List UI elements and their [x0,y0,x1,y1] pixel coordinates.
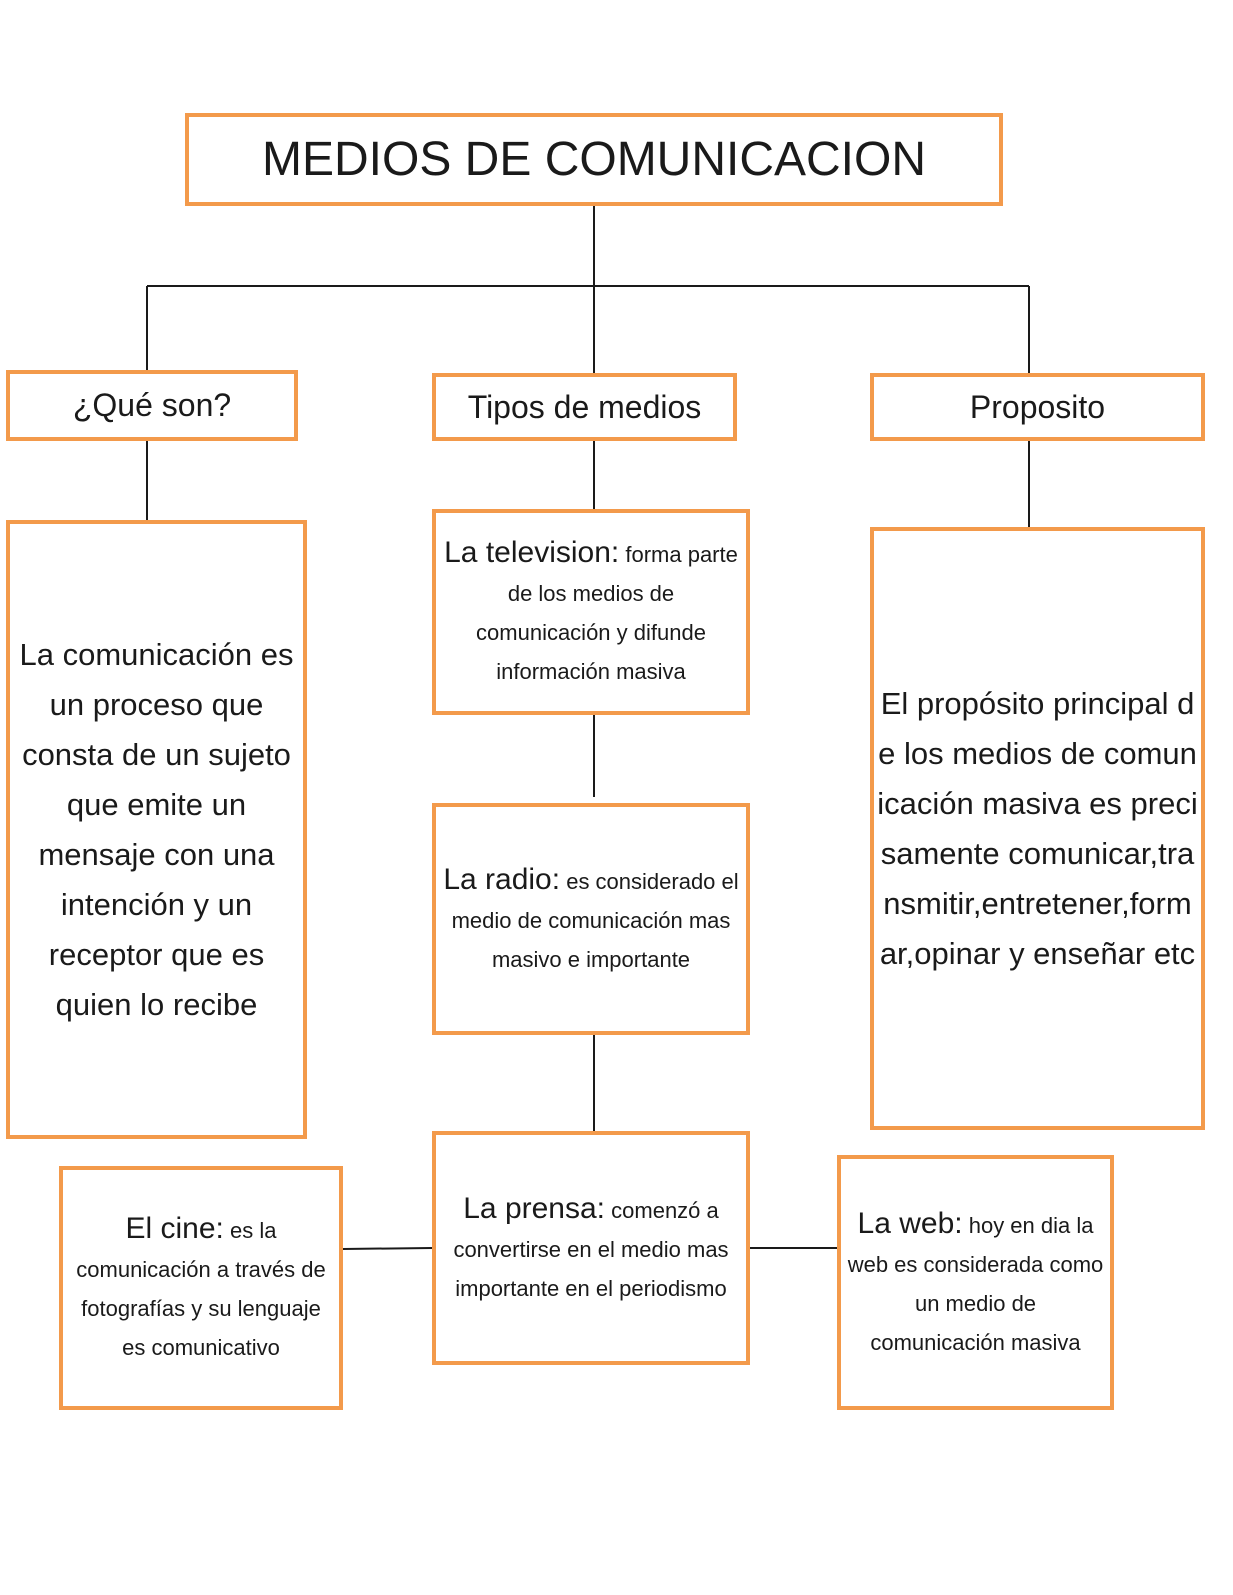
media-prensa-text: comenzó a convertirse en el medio mas im… [453,1197,729,1301]
category-tipos-label: Tipos de medios [467,388,702,425]
media-prensa-label: La prensa: [463,1191,606,1225]
media-cine-box: El cine: es la comunicación a través de … [59,1166,343,1410]
diagram-title-text: MEDIOS DE COMUNICACION [261,133,927,186]
que-son-definition-text: La comunicación es un proceso que consta… [19,636,294,1022]
category-proposito-label: Proposito [969,388,1106,425]
media-television-text: forma parte de los medios de comunicació… [476,542,738,684]
category-que-son: ¿Qué son? [6,370,298,441]
media-web-text: hoy en dia la web es considerada como un… [847,1212,1104,1355]
media-radio-label: La radio: [443,862,561,896]
connector-prensa-to-cine [342,1247,433,1250]
media-television-label: La television: [444,536,620,569]
media-prensa-box: La prensa: comenzó a convertirse en el m… [432,1131,750,1365]
category-proposito: Proposito [870,373,1205,441]
que-son-definition-box: La comunicación es un proceso que consta… [6,520,307,1139]
proposito-definition-box: El propósito principal de los medios de … [870,527,1205,1130]
category-tipos-de-medios: Tipos de medios [432,373,737,441]
media-radio-box: La radio: es considerado el medio de com… [432,803,750,1035]
media-web-label: La web: [857,1206,963,1240]
media-television-box: La television: forma parte de los medios… [432,509,750,715]
media-web-box: La web: hoy en dia la web es considerada… [837,1155,1114,1410]
media-cine-label: El cine: [125,1212,224,1245]
media-radio-text: es considerado el medio de comunicación … [451,868,739,972]
proposito-definition-text: El propósito principal de los medios de … [877,685,1198,971]
diagram-title: MEDIOS DE COMUNICACION [185,113,1003,206]
media-cine-text: es la comunicación a través de fotografí… [76,1218,326,1360]
category-que-son-label: ¿Qué son? [72,387,232,423]
